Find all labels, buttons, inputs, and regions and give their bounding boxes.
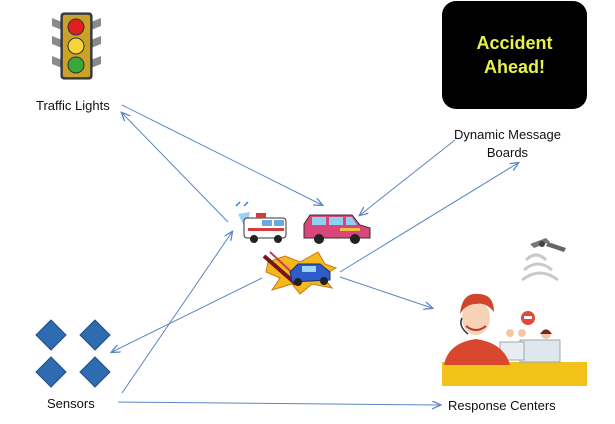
label-dynamic-message-boards: Dynamic Message Boards	[454, 126, 561, 162]
arrow-sensors-to-response	[117, 402, 440, 405]
label-traffic-lights: Traffic Lights	[36, 98, 110, 113]
message-board-line2: Ahead!	[483, 57, 545, 77]
label-dmb-line1: Dynamic Message	[454, 127, 561, 142]
sensor-diamonds-icon	[35, 319, 111, 388]
arrow-traffic-lights-to-car	[121, 104, 322, 205]
arrow-crash-to-dmb	[339, 163, 518, 273]
connector-arrows	[112, 104, 518, 405]
arrow-dmb-to-car	[360, 139, 456, 215]
arrow-ambulance-to-traffic-lights	[122, 113, 229, 223]
arrow-sensors-to-ambulance	[121, 232, 232, 394]
ambulance-icon	[235, 201, 287, 243]
call-center-operator-icon	[442, 293, 587, 386]
message-board-line1: Accident	[476, 33, 553, 53]
traffic-light-icon	[52, 12, 101, 80]
label-response-centers: Response Centers	[448, 398, 556, 413]
label-sensors: Sensors	[47, 396, 95, 411]
satellite-icon	[521, 238, 566, 282]
label-dmb-line2: Boards	[486, 145, 529, 160]
arrow-crash-to-response	[339, 276, 432, 308]
car-icon	[303, 214, 371, 244]
car-crash-icon	[262, 251, 338, 295]
arrow-crash-to-sensors	[112, 277, 263, 352]
message-board: Accident Ahead!	[442, 1, 587, 109]
